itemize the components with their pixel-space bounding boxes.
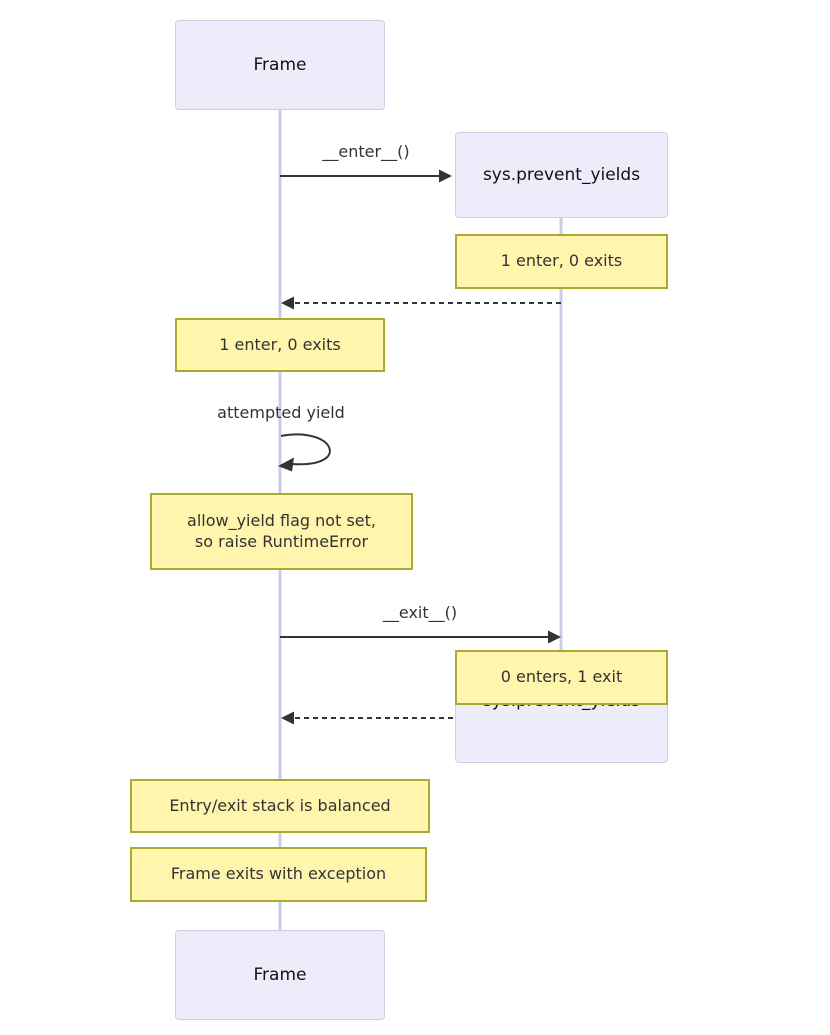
message-enter-label: __enter__() <box>322 142 410 161</box>
note-frame-exception: Frame exits with exception <box>130 847 427 902</box>
message-exit-label: __exit__() <box>382 603 458 622</box>
note-sys-exit-count-text: 0 enters, 1 exit <box>500 667 623 687</box>
self-loop-arrowhead <box>278 457 294 472</box>
note-sys-exit-count: 0 enters, 1 exit <box>455 650 668 705</box>
participant-frame-bottom-label: Frame <box>253 965 307 985</box>
message-enter-arrowhead <box>439 169 452 183</box>
note-allow-yield-line2: so raise RuntimeError <box>194 531 369 551</box>
note-frame-enter-count: 1 enter, 0 exits <box>175 318 385 372</box>
note-stack-balanced: Entry/exit stack is balanced <box>130 779 430 833</box>
self-loop-arrow <box>280 433 331 466</box>
note-allow-yield: allow_yield flag not set, so raise Runti… <box>150 493 413 570</box>
return-arrow-1-head <box>281 296 294 310</box>
participant-frame-bottom: Frame <box>175 930 385 1020</box>
return-arrow-2-head <box>281 711 294 725</box>
message-exit-arrowhead <box>548 630 561 644</box>
participant-sys: sys.prevent_yields <box>455 132 668 218</box>
note-sys-enter-count-text: 1 enter, 0 exits <box>500 251 623 271</box>
note-frame-exception-text: Frame exits with exception <box>170 864 387 884</box>
participant-frame-top-label: Frame <box>253 55 307 75</box>
note-frame-enter-count-text: 1 enter, 0 exits <box>219 334 341 354</box>
participant-sys-label: sys.prevent_yields <box>482 165 641 185</box>
self-loop-label: attempted yield <box>217 403 345 422</box>
note-allow-yield-line1: allow_yield flag not set, <box>187 510 376 530</box>
note-sys-enter-count: 1 enter, 0 exits <box>455 234 668 289</box>
note-stack-balanced-text: Entry/exit stack is balanced <box>169 795 391 815</box>
participant-frame-top: Frame <box>175 20 385 110</box>
